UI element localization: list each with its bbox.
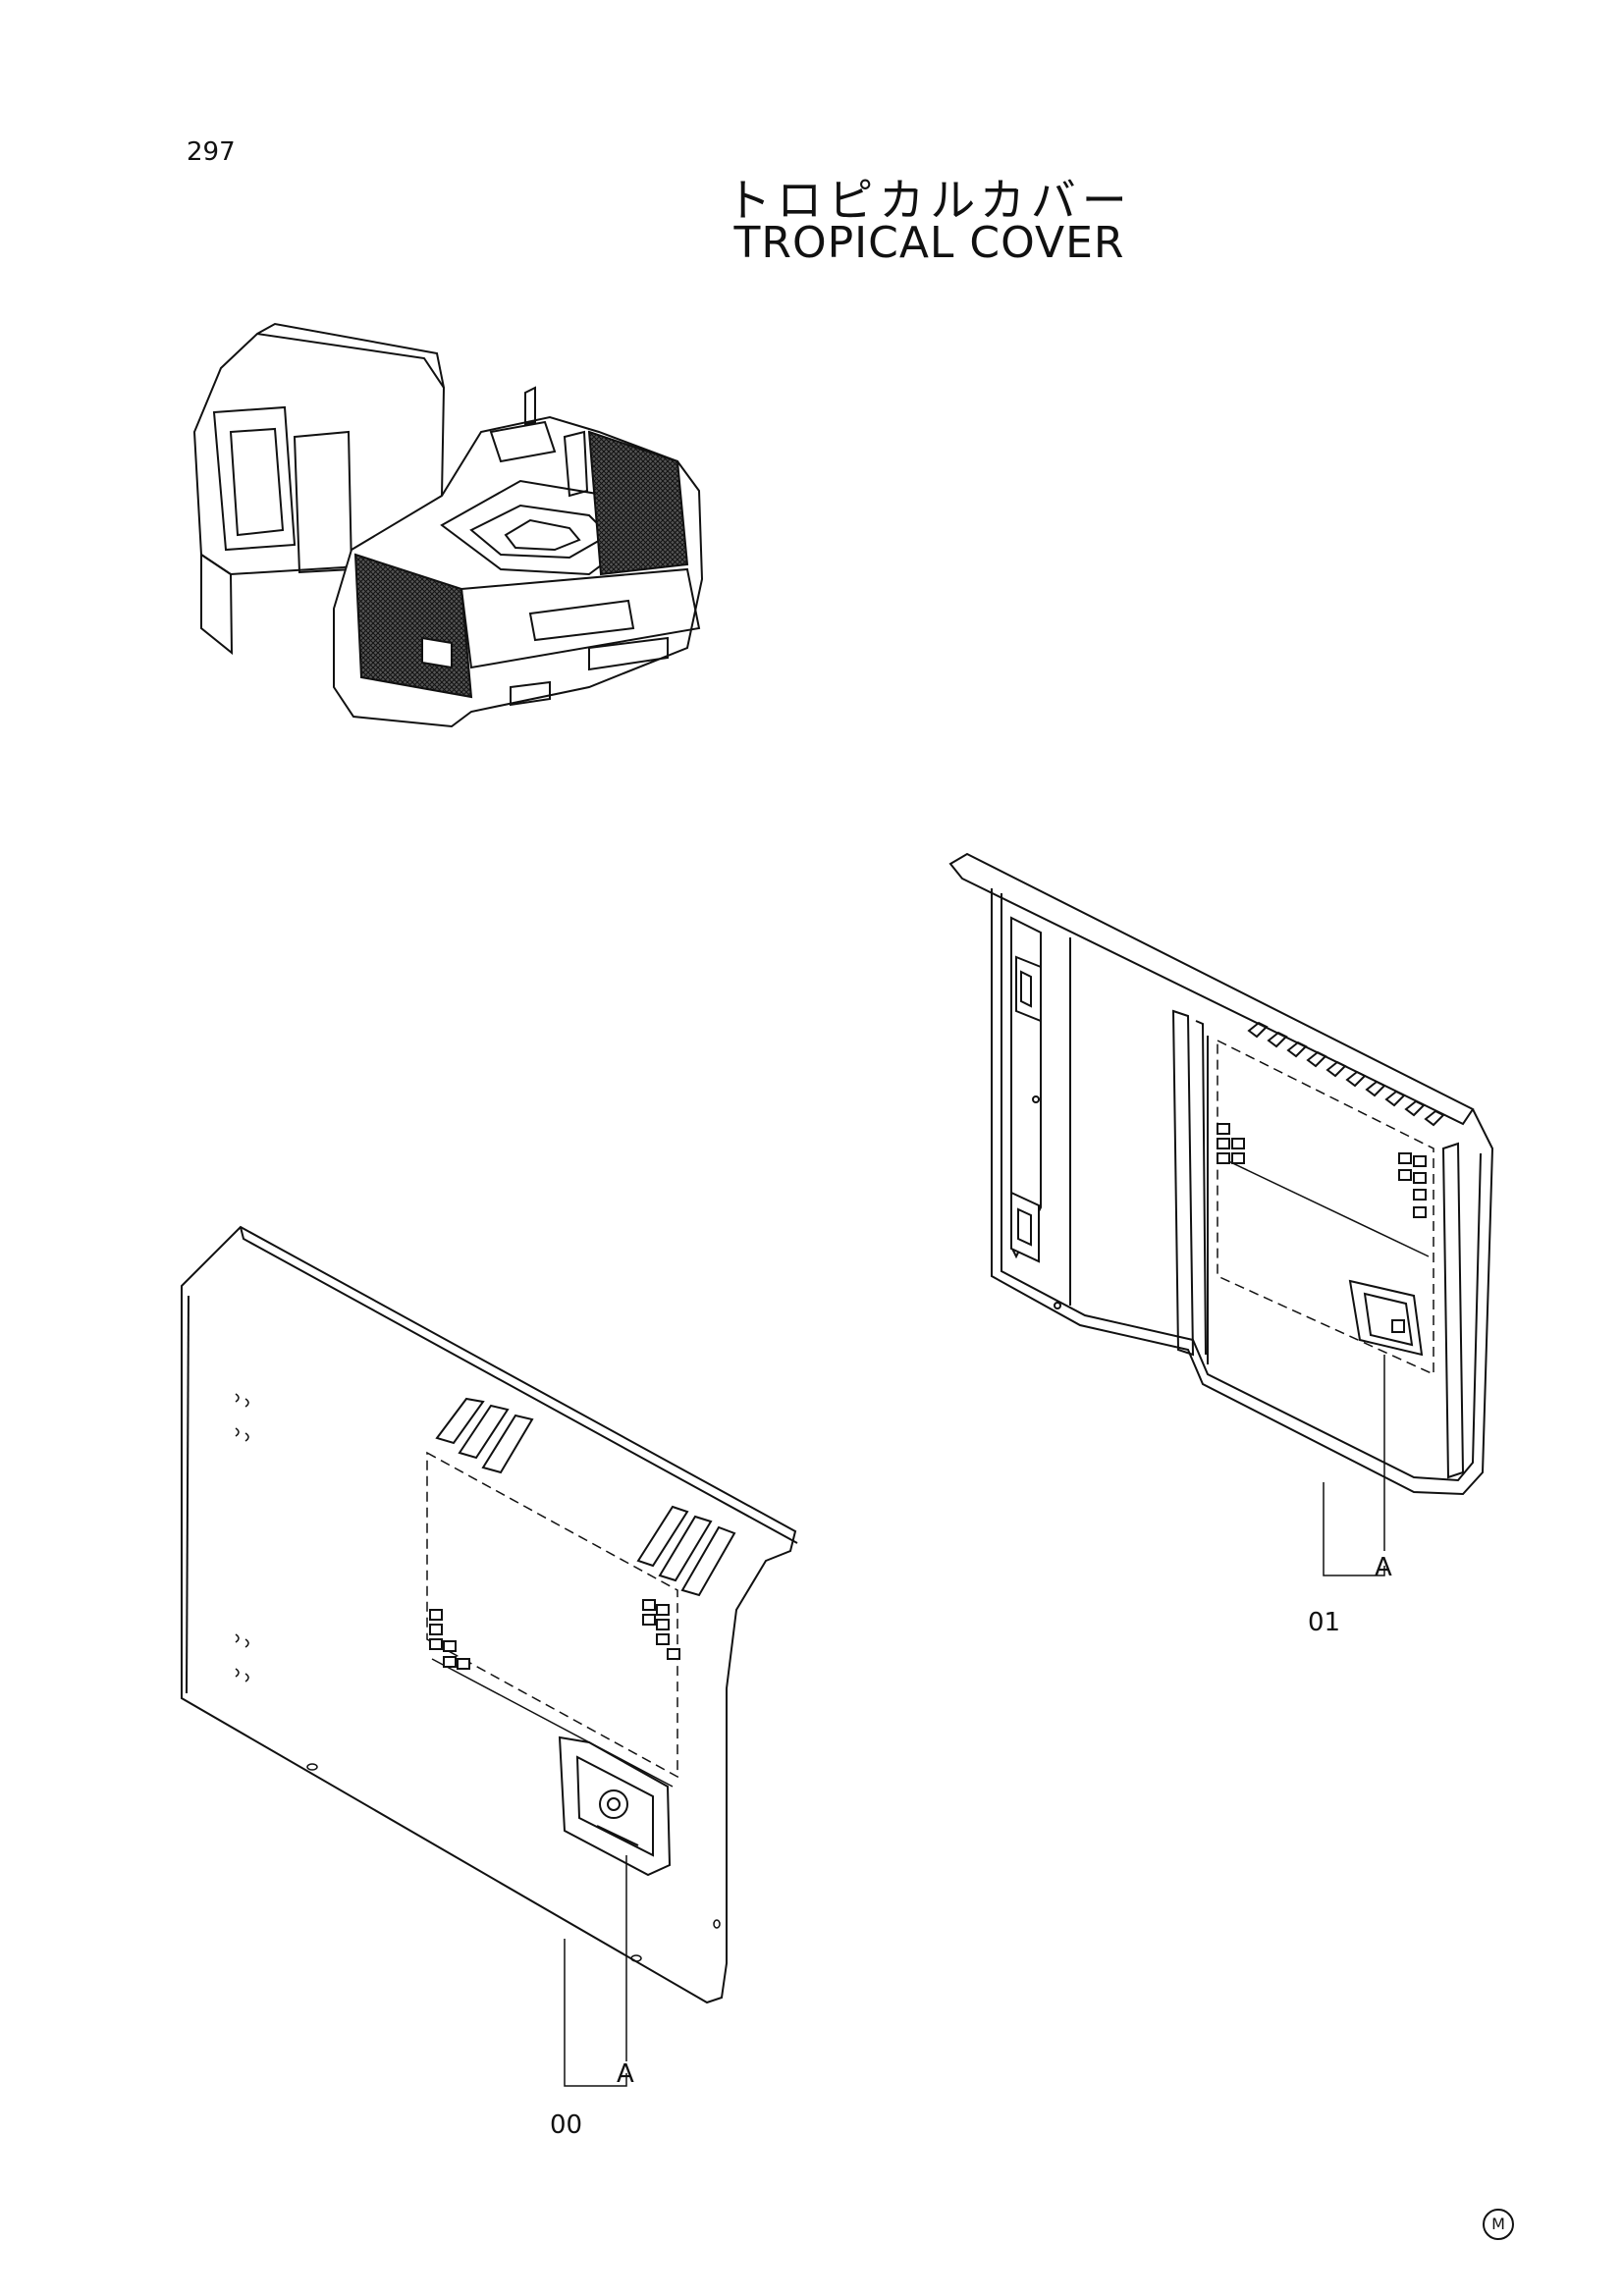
page-number: 297 bbox=[187, 137, 236, 167]
page-title-english: TROPICAL COVER bbox=[733, 218, 1125, 268]
callout-detail-a-01: A bbox=[1375, 1553, 1392, 1582]
circled-m-mark: M bbox=[1483, 2209, 1514, 2240]
cover-panel-00 bbox=[181, 1225, 798, 2087]
cover-panel-01 bbox=[948, 852, 1494, 1576]
vent-ribs-00 bbox=[435, 1397, 736, 1597]
page-title-japanese: トロピカルカバー bbox=[726, 174, 1133, 227]
excavator-overview bbox=[192, 322, 704, 728]
vent-ribs-01 bbox=[1247, 1021, 1445, 1127]
callout-detail-a-00: A bbox=[617, 2059, 634, 2089]
callout-part-01: 01 bbox=[1308, 1608, 1341, 1637]
callout-part-00: 00 bbox=[550, 2110, 583, 2140]
